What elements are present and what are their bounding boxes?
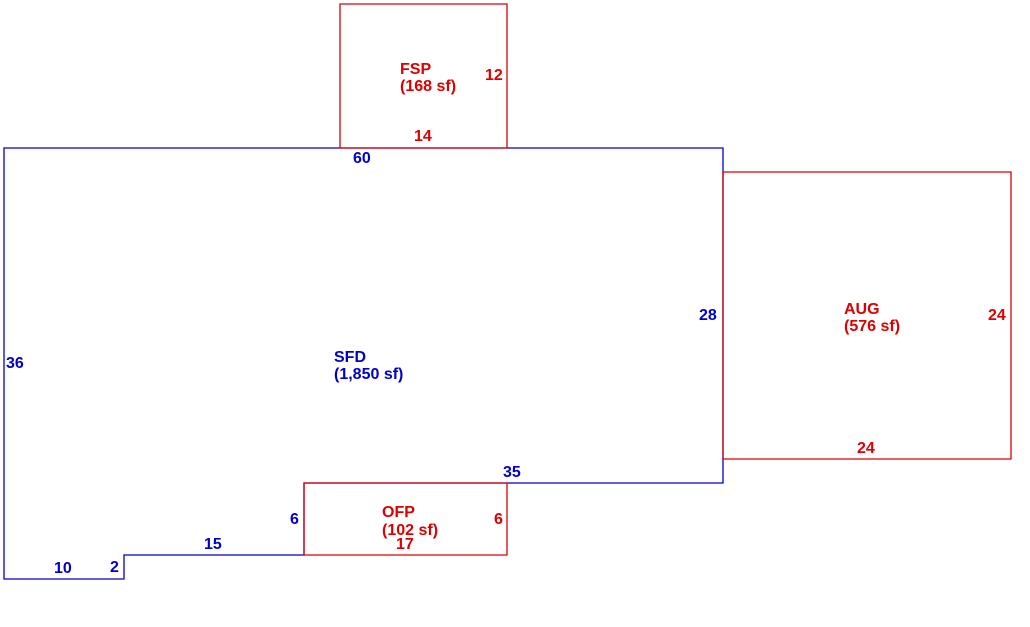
dim-aug-side: 24 [988, 307, 1006, 324]
fsp-area-label: (168 sf) [400, 78, 456, 95]
dim-ofp-side: 6 [494, 511, 503, 528]
dim-sfd-top: 60 [353, 150, 371, 167]
dim-sfd-step-side: 2 [110, 559, 119, 576]
aug-area-label: (576 sf) [844, 318, 900, 335]
dim-fsp-side: 12 [485, 67, 503, 84]
dim-aug-bottom: 24 [857, 440, 875, 457]
ofp-outline [303, 482, 508, 556]
aug-outline [722, 171, 1012, 460]
dim-sfd-bottom: 10 [54, 560, 72, 577]
dim-ofp-bottom: 17 [396, 536, 414, 553]
aug-code-label: AUG [844, 301, 880, 318]
dim-sfd-left: 36 [6, 355, 24, 372]
dim-sfd-notch-bottom: 35 [503, 464, 521, 481]
dim-sfd-notch-side: 6 [290, 511, 299, 528]
fsp-code-label: FSP [400, 61, 431, 78]
dim-fsp-bottom: 14 [414, 128, 432, 145]
dim-sfd-step-top: 15 [204, 536, 222, 553]
ofp-area-label: (102 sf) [382, 522, 438, 539]
dim-sfd-right: 28 [699, 307, 717, 324]
ofp-code-label: OFP [382, 504, 415, 521]
sfd-area-label: (1,850 sf) [334, 366, 403, 383]
sfd-code-label: SFD [334, 349, 366, 366]
fsp-outline [339, 3, 508, 149]
